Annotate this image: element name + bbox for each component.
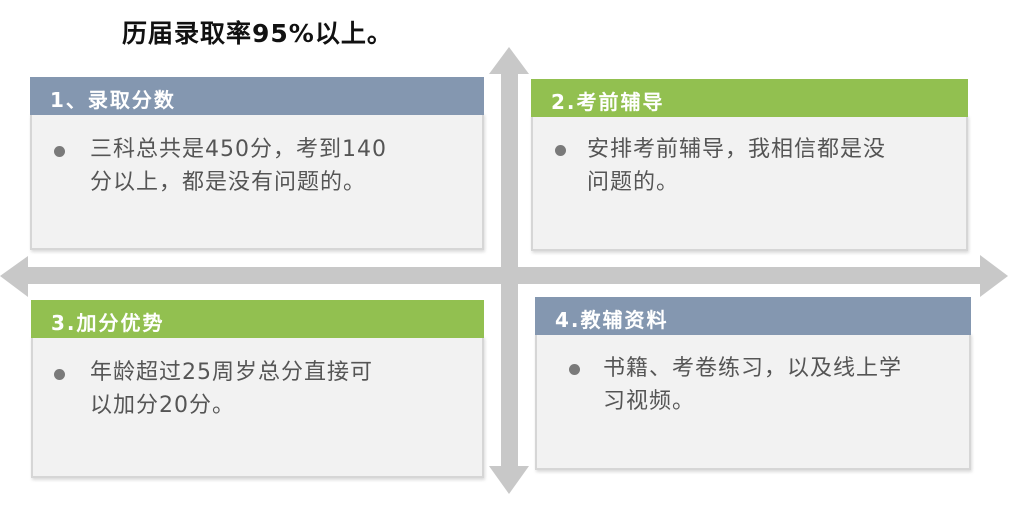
arrow-up-icon bbox=[489, 47, 529, 74]
bullet-text-line2: 问题的。 bbox=[587, 170, 680, 195]
quadrant-card-4: 4.教辅资料 书籍、考卷练习，以及线上学 习视频。 bbox=[535, 297, 971, 470]
bullet-dot bbox=[555, 145, 566, 156]
arrow-down-icon bbox=[489, 466, 529, 494]
card-header: 4.教辅资料 bbox=[535, 297, 971, 335]
bullet-text-line2: 习视频。 bbox=[603, 389, 696, 414]
quadrant-card-2: 2.考前辅导 安排考前辅导，我相信都是没 问题的。 bbox=[531, 79, 968, 251]
bullet-text-line1: 安排考前辅导，我相信都是没 bbox=[587, 137, 887, 162]
card-body bbox=[531, 115, 968, 251]
bullet-text-line1: 三科总共是450分，考到140 bbox=[90, 137, 387, 162]
quadrant-card-3: 3.加分优势 年龄超过25周岁总分直接可 以加分20分。 bbox=[31, 300, 484, 478]
bullet-dot bbox=[54, 146, 65, 157]
page-title: 历届录取率95%以上。 bbox=[122, 19, 393, 48]
bullet-text-line1: 年龄超过25周岁总分直接可 bbox=[90, 360, 373, 385]
bullet-dot bbox=[569, 364, 580, 375]
card-body bbox=[31, 336, 484, 478]
card-header: 3.加分优势 bbox=[31, 300, 484, 338]
bullet-text-line2: 以加分20分。 bbox=[90, 393, 235, 418]
bullet-text-line1: 书籍、考卷练习，以及线上学 bbox=[603, 356, 903, 381]
arrow-right-icon bbox=[980, 255, 1008, 297]
bullet-text-line2: 分以上，都是没有问题的。 bbox=[90, 170, 367, 195]
card-body bbox=[535, 333, 971, 470]
quadrant-card-1: 1、录取分数 三科总共是450分，考到140 分以上，都是没有问题的。 bbox=[30, 77, 484, 250]
horizontal-arrow-shaft bbox=[20, 267, 985, 284]
bullet-dot bbox=[54, 369, 65, 380]
card-header: 2.考前辅导 bbox=[531, 79, 968, 117]
card-header: 1、录取分数 bbox=[30, 77, 484, 115]
arrow-left-icon bbox=[0, 256, 28, 297]
